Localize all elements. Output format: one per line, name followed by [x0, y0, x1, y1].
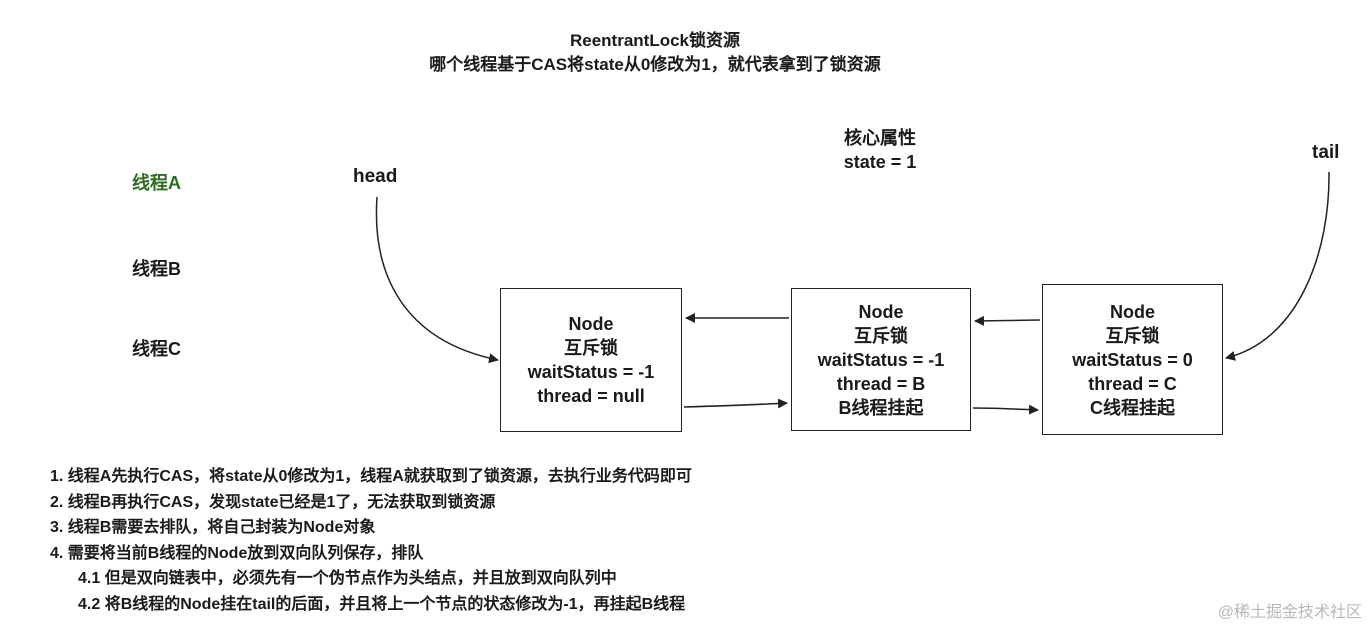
node-c-suspended: C线程挂起	[1090, 397, 1175, 418]
node-b-thread: thread = B	[836, 373, 926, 394]
prev-arrow-c-to-b	[974, 315, 1041, 326]
step-1: 1. 线程A先执行CAS，将state从0修改为1，线程A就获取到了锁资源，去执…	[50, 468, 692, 485]
thread-b-label: 线程B	[132, 259, 181, 279]
node-thread-c: Node 互斥锁 waitStatus = 0 thread = C C线程挂起	[1042, 284, 1223, 435]
node-head: Node 互斥锁 waitStatus = -1 thread = null	[500, 288, 682, 432]
step-4: 4. 需要将当前B线程的Node放到双向队列保存，排队	[50, 544, 424, 562]
thread-c-label: 线程C	[132, 339, 181, 359]
node-head-wait-status: waitStatus = -1	[527, 362, 655, 382]
watermark: @稀土掘金技术社区	[1217, 604, 1362, 621]
step-2: 2. 线程B再执行CAS，发现state已经是1了，无法获取到锁资源	[50, 493, 496, 511]
node-b-wait-status: waitStatus = -1	[817, 349, 945, 370]
core-property-state: state = 1	[843, 152, 917, 172]
next-arrow-b-to-c	[972, 404, 1039, 415]
node-c-wait-status: waitStatus = 0	[1072, 349, 1193, 370]
step-4-2: 4.2 将B线程的Node挂在tail的后面，并且将上一个节点的状态修改为-1，…	[78, 595, 686, 613]
diagram-title: ReentrantLock锁资源	[569, 31, 741, 50]
node-c-lock: 互斥锁	[1105, 325, 1160, 346]
next-arrow-head-to-b	[683, 398, 788, 409]
core-property: 核心属性 state = 1	[820, 126, 940, 174]
tail-arrow	[1225, 171, 1330, 361]
node-head-lock: 互斥锁	[564, 338, 618, 358]
node-c-thread: thread = C	[1088, 373, 1177, 394]
node-head-type: Node	[568, 314, 614, 334]
node-thread-b: Node 互斥锁 waitStatus = -1 thread = B B线程挂…	[791, 288, 971, 431]
node-b-lock: 互斥锁	[854, 325, 908, 346]
head-arrow	[375, 196, 499, 364]
thread-a-label: 线程A	[132, 173, 181, 193]
step-3: 3. 线程B需要去排队，将自己封装为Node对象	[50, 519, 376, 536]
core-property-heading: 核心属性	[844, 128, 916, 148]
step-4-1: 4.1 但是双向链表中，必须先有一个伪节点作为头结点，并且放到双向队列中	[78, 570, 617, 587]
node-b-type: Node	[858, 301, 904, 322]
head-pointer-label: head	[353, 166, 398, 187]
node-b-suspended: B线程挂起	[838, 397, 924, 418]
node-head-thread: thread = null	[537, 386, 645, 406]
steps-list: 1. 线程A先执行CAS，将state从0修改为1，线程A就获取到了锁资源，去执…	[50, 464, 692, 617]
node-c-type: Node	[1110, 301, 1155, 322]
diagram-subtitle: 哪个线程基于CAS将state从0修改为1，就代表拿到了锁资源	[429, 55, 881, 74]
tail-pointer-label: tail	[1312, 142, 1340, 163]
